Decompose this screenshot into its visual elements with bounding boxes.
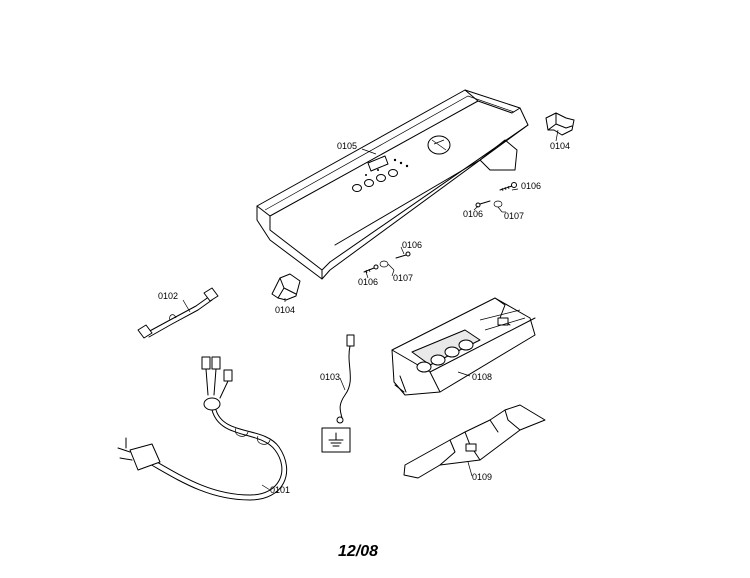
part-0101-power-cord xyxy=(117,356,288,501)
callout-0107-upper: 0107 xyxy=(504,211,524,221)
callout-0102: 0102 xyxy=(158,291,178,301)
part-0107-spring-upper xyxy=(493,200,503,213)
leader-lines xyxy=(182,129,559,491)
part-0106-screw-upper-left xyxy=(475,200,491,208)
part-0104-bracket-right xyxy=(545,112,575,136)
callout-0109: 0109 xyxy=(472,472,492,482)
page-number: 12/08 xyxy=(338,543,378,560)
callout-0103: 0103 xyxy=(320,372,340,382)
part-0108-control-module xyxy=(391,297,536,396)
callout-0107-lower: 0107 xyxy=(393,273,413,283)
part-0102-wire-harness xyxy=(137,287,219,339)
callout-0101: 0101 xyxy=(270,485,290,495)
part-0106-screw-lower-right xyxy=(395,251,411,259)
part-0105-control-panel xyxy=(256,89,529,280)
part-0106-screw-lower xyxy=(363,264,379,274)
part-0107-spring-lower xyxy=(379,260,395,271)
callout-0106-upper-left: 0106 xyxy=(463,209,483,219)
part-0103-ground-wire xyxy=(321,334,355,453)
part-0106-screw-upper xyxy=(499,182,517,192)
callout-0106-lower-left: 0106 xyxy=(358,277,378,287)
callout-0108: 0108 xyxy=(472,372,492,382)
callout-0105: 0105 xyxy=(337,141,357,151)
callout-0104-left: 0104 xyxy=(275,305,295,315)
part-0104-bracket-left xyxy=(271,273,301,301)
callout-0106-upper-right: 0106 xyxy=(521,181,541,191)
callout-0104-right: 0104 xyxy=(550,141,570,151)
callout-0106-lower-right: 0106 xyxy=(402,240,422,250)
part-0109-lever-bracket xyxy=(403,404,546,479)
